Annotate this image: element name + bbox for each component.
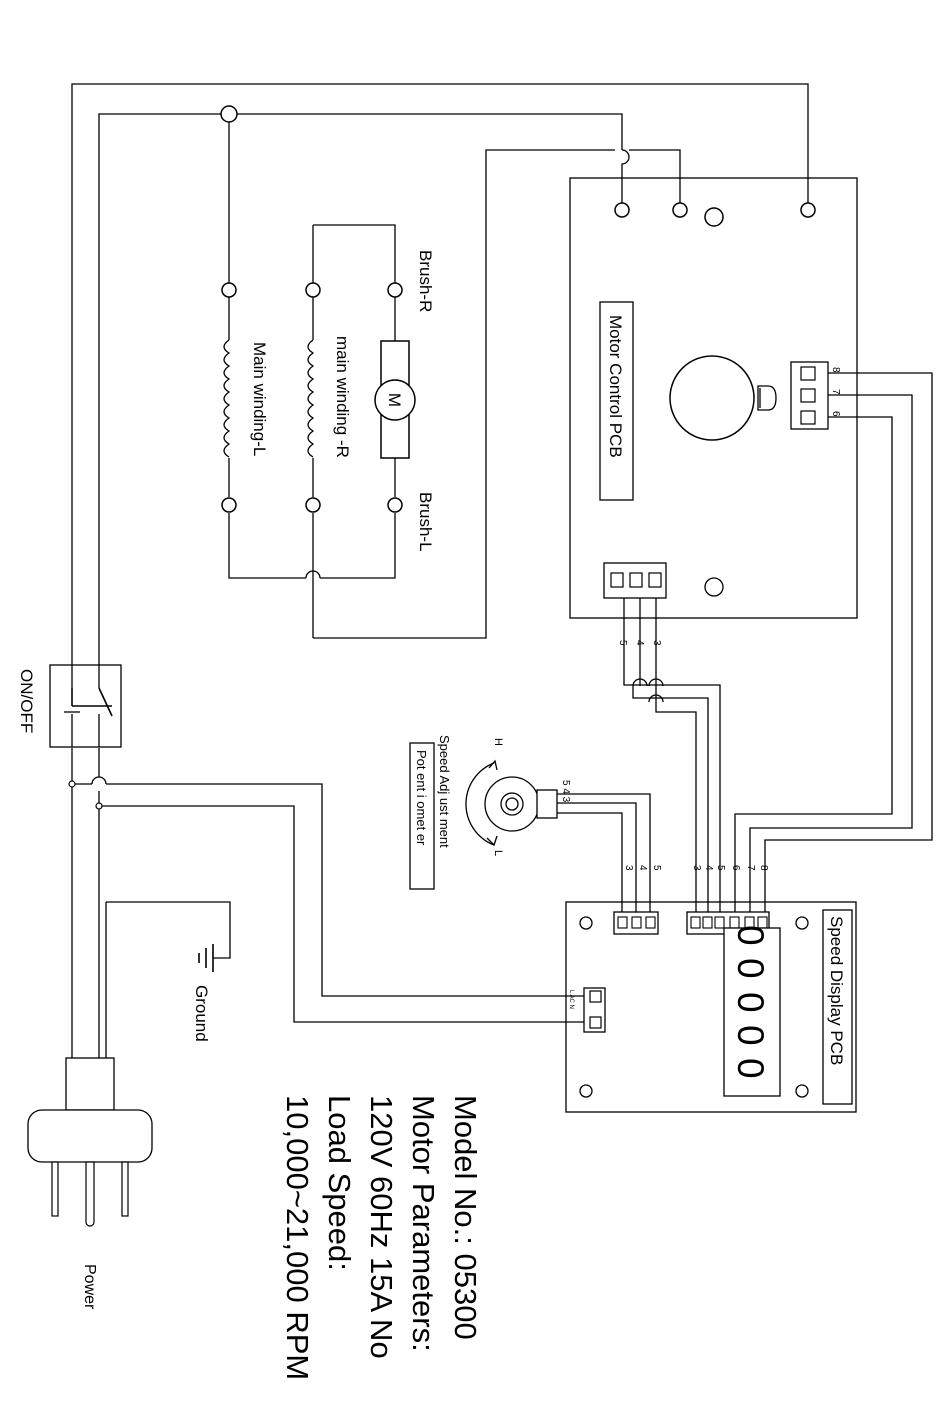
- wire-switch-to-junction: [99, 114, 221, 688]
- spec-line-5: 10,000~21,000 RPM: [280, 1095, 315, 1380]
- on-off-switch: ON/OFF: [17, 665, 121, 747]
- top-junction: [221, 106, 237, 122]
- spec-line-1: Model No.: 05300: [448, 1095, 483, 1340]
- display-digit-2: 0: [730, 958, 771, 979]
- display-digit-3: 0: [730, 992, 771, 1013]
- sdp-right-pin-6: 6: [730, 865, 741, 871]
- spec-line-2: Motor Parameters:: [406, 1095, 441, 1352]
- wire-brush-l-bottom: [320, 513, 395, 578]
- potentiometer: H L 5 4 3 Speed Adj ust ment Pot ent i o…: [410, 735, 571, 889]
- plug-body: [28, 1110, 152, 1162]
- wire-hop-3: [92, 777, 106, 784]
- motor-control-pcb: Motor Control PCB 8 7 6 5 4 3: [570, 178, 857, 646]
- main-winding-l-label: Main winding-L: [250, 342, 269, 456]
- wire-junction-to-mcp: [237, 114, 622, 150]
- power-plug: Power: [28, 1058, 152, 1310]
- mcp-pin-3: 3: [651, 640, 662, 646]
- pot-pin-block: [537, 790, 557, 818]
- mcp-pin-5: 5: [617, 640, 628, 646]
- sdp-label: Speed Display PCB: [827, 916, 846, 1065]
- terminal-winding-l-bottom: [222, 498, 236, 512]
- on-off-label: ON/OFF: [17, 669, 36, 733]
- wire-mcp3-sdp3: [656, 702, 696, 912]
- sdp-right-pin-3: 3: [691, 865, 702, 871]
- terminal-winding-r-top: [306, 283, 320, 297]
- ac-terminal-label: L AC N: [568, 990, 574, 1009]
- mcp-mount-hole-bottom: [705, 578, 723, 596]
- main-winding-l-coil: [224, 340, 229, 457]
- plug-prong-1: [52, 1162, 58, 1216]
- sdp-left-pin-5: 5: [651, 865, 662, 871]
- motor-symbol: M: [385, 393, 404, 407]
- sdp-hole-3: [580, 1085, 592, 1097]
- dot-junction-l: [69, 781, 75, 787]
- mcp-pin-7: 7: [830, 389, 841, 395]
- plug-prong-ground: [86, 1162, 94, 1226]
- speed-adjustment-label: Speed Adj ust ment: [437, 735, 452, 848]
- plug-neck: [66, 1058, 114, 1110]
- pot-low-label: L: [492, 850, 504, 856]
- wire-mcp8-sdp8: [765, 373, 932, 912]
- sdp-right-pin-5: 5: [715, 865, 726, 871]
- display-digit-4: 0: [730, 1025, 771, 1046]
- wire-mcp7-sdp7: [750, 395, 912, 912]
- potentiometer-label: Pot ent i omet er: [414, 750, 429, 846]
- terminal-brush-r: [388, 283, 402, 297]
- wire-ground: [106, 902, 230, 958]
- mcp-pin-8: 8: [830, 367, 841, 373]
- plug-prong-2: [122, 1162, 128, 1216]
- pot-pins-label: 5 4 3: [560, 780, 571, 803]
- power-label: Power: [81, 1264, 98, 1310]
- wire-hop-1: [622, 150, 629, 203]
- sdp-hole-4: [796, 1085, 808, 1097]
- display-digit-5: 0: [730, 1058, 771, 1079]
- wire-main-winding-l-bottom: [229, 513, 306, 578]
- main-winding-r-coil: [308, 340, 313, 457]
- mcp-terminal-2: [673, 203, 687, 217]
- windings: Main winding-L main winding -R: [224, 336, 352, 458]
- ground-label: Ground: [192, 985, 211, 1042]
- terminal-winding-r-bottom: [306, 498, 320, 512]
- sdp-right-pin-7: 7: [745, 865, 756, 871]
- wire-brush-r-top: [313, 225, 395, 283]
- wire-mcp6-sdp6: [735, 417, 892, 912]
- motor: M Brush-R Brush-L: [375, 250, 435, 552]
- mcp-terminal-1: [615, 203, 629, 217]
- spec-block: Model No.: 05300 Motor Parameters: 120V …: [280, 1095, 483, 1380]
- sdp-hole-2: [796, 917, 808, 929]
- mcp-pin-4: 4: [634, 640, 645, 646]
- wire-ac-n: [99, 806, 585, 1022]
- display-digit-1: 0: [730, 925, 771, 946]
- mcp-capacitor: [670, 356, 754, 440]
- terminal-winding-l-top: [222, 283, 236, 297]
- dot-junction-n: [96, 803, 102, 809]
- mcp-label: Motor Control PCB: [606, 315, 625, 458]
- ground-symbol: Ground: [192, 944, 213, 1042]
- wire-pot3: [556, 813, 622, 912]
- sdp-right-pin-4: 4: [703, 865, 714, 871]
- spec-line-4: Load Speed:: [322, 1095, 357, 1271]
- brush-l-label: Brush-L: [416, 492, 435, 552]
- pot-knob-inner: [506, 798, 518, 810]
- terminal-brush-l: [388, 498, 402, 512]
- mcp-terminal-3: [801, 203, 815, 217]
- wires: [72, 84, 932, 1058]
- spec-line-3: 120V 60Hz 15A No: [364, 1095, 399, 1359]
- sdp-right-pin-8: 8: [758, 865, 769, 871]
- brush-r-label: Brush-R: [416, 250, 435, 312]
- mcp-pin-6: 6: [830, 411, 841, 417]
- speed-display-pcb: L AC N 3 4 5 3 4 5 6 7 8 0 0 0 0 0 Speed…: [566, 865, 856, 1112]
- sdp-hole-1: [580, 917, 592, 929]
- wire-pot4: [556, 803, 636, 912]
- sdp-left-pin-3: 3: [623, 865, 634, 871]
- wire-winding-to-mcp-2: [629, 150, 680, 203]
- main-winding-r-label: main winding -R: [333, 336, 352, 458]
- mcp-mount-hole-top: [705, 208, 723, 226]
- sdp-left-pin-4: 4: [637, 865, 648, 871]
- mcp-small-component: [758, 386, 776, 410]
- pot-high-label: H: [492, 738, 504, 746]
